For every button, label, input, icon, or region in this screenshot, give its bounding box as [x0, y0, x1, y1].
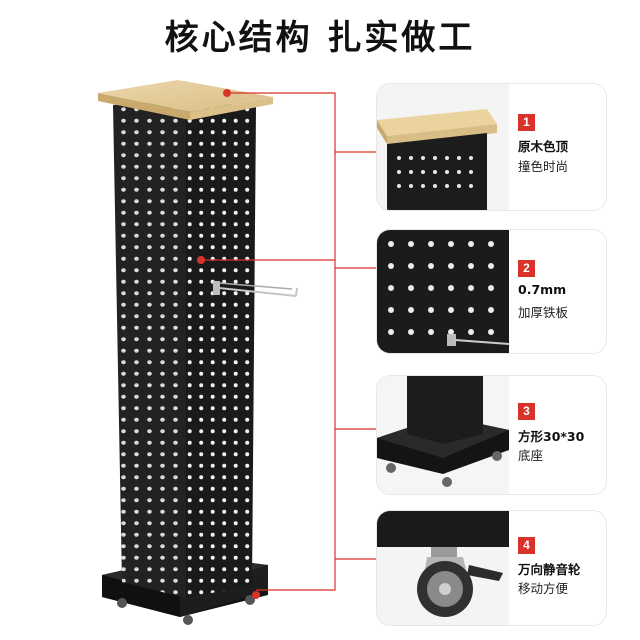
feature-number-3: 3: [518, 403, 535, 420]
feature-title-3: 方形30*30: [518, 429, 585, 444]
feature-photo-pegboard: [377, 230, 509, 353]
hook-accessory: [213, 281, 298, 297]
feature-title-2: 0.7mm: [518, 282, 567, 297]
feature-subtitle-3: 底座: [518, 448, 544, 463]
feature-subtitle-4: 移动方便: [518, 581, 569, 596]
feature-card-4: 4 万向静音轮 移动方便: [376, 510, 607, 626]
feature-title-4: 万向静音轮: [518, 562, 581, 577]
feature-card-2: 2 0.7mm 加厚铁板: [376, 229, 607, 354]
wooden-top: [98, 80, 273, 120]
page-title: 核心结构 扎实做工: [164, 18, 476, 58]
feature-number-2: 2: [518, 260, 535, 277]
feature-subtitle-1: 撞色时尚: [518, 159, 569, 174]
feature-title-1: 原木色顶: [518, 139, 569, 154]
feature-subtitle-2: 加厚铁板: [518, 305, 569, 320]
feature-photo-caster: [377, 511, 509, 625]
feature-card-1: 1 原木色顶 撞色时尚: [376, 83, 607, 211]
feature-card-3: 3 方形30*30 底座: [376, 375, 607, 495]
feature-number-4: 4: [518, 537, 535, 554]
callout-lines: [201, 92, 376, 591]
feature-photo-base: [377, 376, 509, 494]
feature-photo-top: [377, 84, 509, 210]
feature-number-1: 1: [518, 114, 535, 131]
pegboard-pillar: [113, 100, 256, 598]
